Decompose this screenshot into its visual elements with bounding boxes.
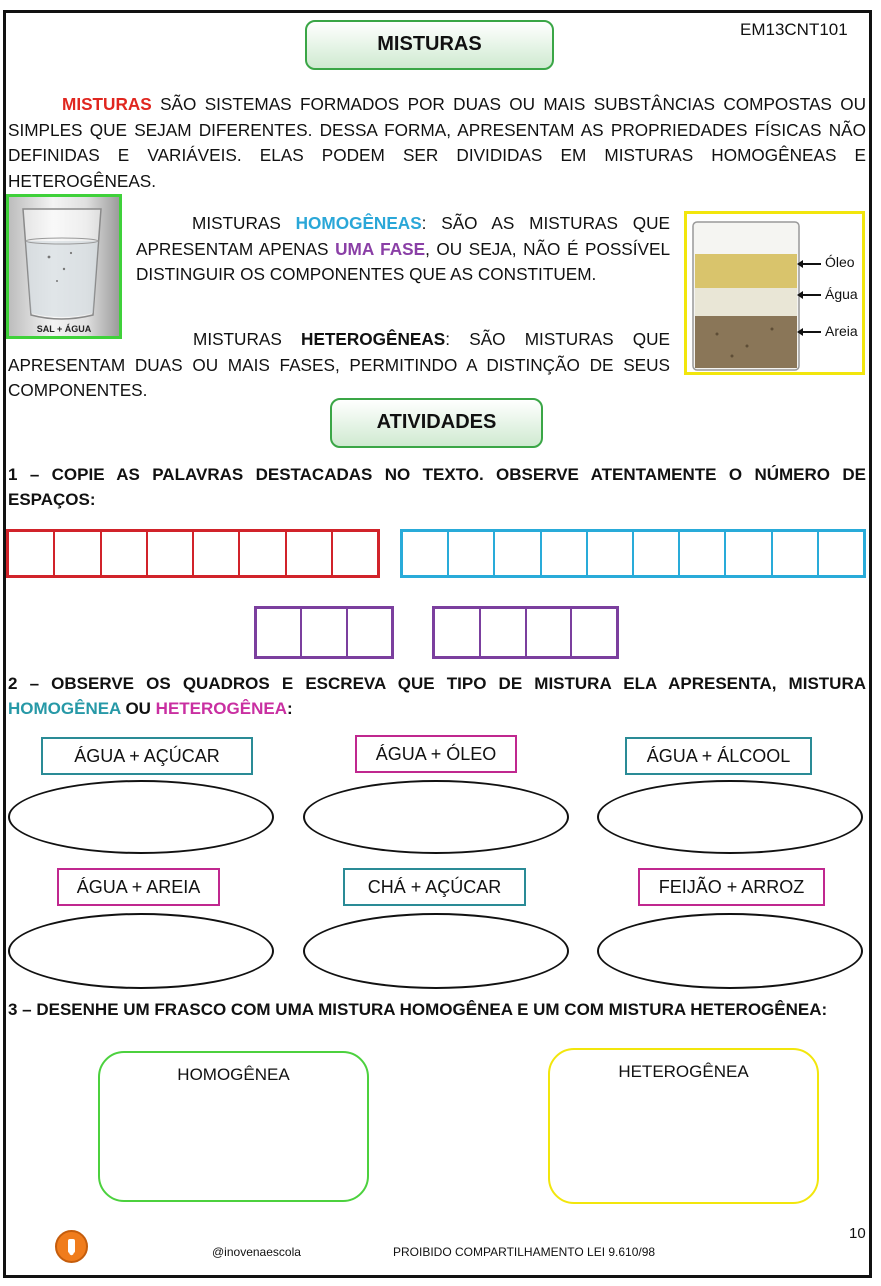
heterogeneous-post: : SÃO MISTURAS QUE APRESENTAM DUAS OU MA…: [8, 329, 671, 401]
question-2: 2 – OBSERVE OS QUADROS E ESCREVA QUE TIP…: [8, 671, 866, 721]
letter-box[interactable]: [524, 609, 571, 656]
question-3: 3 – DESENHE UM FRASCO COM UMA MISTURA HO…: [8, 1000, 828, 1019]
homogeneous-post: , OU SEJA, NÃO É POSSÍVEL DISTINGUIR OS …: [136, 238, 671, 285]
word-boxes-purple-3[interactable]: [254, 606, 394, 659]
answer-ellipse-6[interactable]: [597, 913, 863, 989]
document-code: EM13CNT101: [740, 20, 848, 39]
answer-ellipse-2[interactable]: [303, 780, 569, 854]
footer-copyright-notice: PROIBIDO COMPARTILHAMENTO LEI 9.610/98: [393, 1245, 656, 1259]
letter-box[interactable]: [257, 609, 300, 656]
water-label: Água: [825, 286, 858, 302]
glass-photo: SAL + ÁGUA: [6, 194, 122, 339]
word-boxes-purple-4[interactable]: [432, 606, 619, 659]
drawing-box-homogeneous[interactable]: HOMOGÊNEA: [98, 1051, 369, 1202]
homogeneous-paragraph: MISTURAS HOMOGÊNEAS: SÃO AS MISTURAS QUE…: [136, 211, 670, 288]
homogeneous-word: HOMOGÊNEAS: [295, 213, 422, 233]
letter-box[interactable]: [493, 532, 539, 575]
mixture-label-6: FEIJÃO + ARROZ: [638, 868, 825, 906]
footer-handle: @inovenaescola: [212, 1245, 301, 1259]
letter-box[interactable]: [478, 609, 525, 656]
mixture-label-4: ÁGUA + AREIA: [57, 868, 220, 906]
mixture-label-1: ÁGUA + AÇÚCAR: [41, 737, 253, 775]
question-2-homogeneous: HOMOGÊNEA: [8, 699, 121, 718]
letter-box[interactable]: [403, 532, 447, 575]
answer-ellipse-5[interactable]: [303, 913, 569, 989]
beaker-photo: Óleo Água Areia: [684, 211, 865, 375]
heterogeneous-word: HETEROGÊNEAS: [301, 329, 446, 349]
answer-ellipse-1[interactable]: [8, 780, 274, 854]
letter-box[interactable]: [447, 532, 493, 575]
word-boxes-red[interactable]: [6, 529, 380, 578]
sand-label: Areia: [825, 323, 858, 339]
letter-box[interactable]: [435, 609, 479, 656]
letter-box[interactable]: [345, 609, 391, 656]
activities-title: ATIVIDADES: [330, 398, 543, 448]
worksheet-page: [3, 10, 872, 1278]
heterogeneous-paragraph: MISTURAS HETEROGÊNEAS: SÃO MISTURAS QUE …: [8, 327, 670, 404]
answer-ellipse-4[interactable]: [8, 913, 274, 989]
letter-box[interactable]: [816, 532, 863, 575]
homogeneous-pre: MISTURAS: [192, 213, 296, 233]
word-boxes-cyan[interactable]: [400, 529, 866, 578]
letter-box[interactable]: [678, 532, 724, 575]
letter-box[interactable]: [9, 532, 53, 575]
letter-box[interactable]: [238, 532, 284, 575]
page-title: MISTURAS: [305, 20, 554, 70]
mixture-label-2: ÁGUA + ÓLEO: [355, 735, 517, 773]
letter-box[interactable]: [53, 532, 99, 575]
question-2-end: :: [286, 699, 293, 718]
letter-box[interactable]: [284, 532, 331, 575]
letter-box[interactable]: [300, 609, 345, 656]
mixture-label-3: ÁGUA + ÁLCOOL: [625, 737, 812, 775]
letter-box[interactable]: [330, 532, 377, 575]
oil-label: Óleo: [825, 254, 855, 270]
intro-text: SÃO SISTEMAS FORMADOS POR DUAS OU MAIS S…: [8, 94, 866, 192]
letter-box[interactable]: [632, 532, 678, 575]
glass-of-water-icon: [22, 208, 102, 320]
beaker-icon: [692, 221, 821, 371]
letter-box[interactable]: [770, 532, 817, 575]
question-2-or: OU: [120, 699, 156, 718]
letter-box[interactable]: [539, 532, 586, 575]
question-1: 1 – COPIE AS PALAVRAS DESTACADAS NO TEXT…: [8, 465, 866, 509]
page-number: 10: [849, 1225, 866, 1242]
one-phase-word: UMA FASE: [335, 238, 426, 259]
question-2-pre: 2 – OBSERVE OS QUADROS E ESCREVA QUE TIP…: [8, 674, 866, 693]
letter-box[interactable]: [724, 532, 770, 575]
drawing-box-homogeneous-label: HOMOGÊNEA: [177, 1065, 290, 1084]
intro-lead: MISTURAS: [62, 94, 152, 114]
letter-box[interactable]: [585, 532, 632, 575]
answer-ellipse-3[interactable]: [597, 780, 863, 854]
drawing-box-heterogeneous-label: HETEROGÊNEA: [618, 1062, 749, 1081]
question-2-heterogeneous: HETEROGÊNEA: [155, 699, 287, 718]
brand-logo-icon: [55, 1230, 88, 1263]
mixture-label-5: CHÁ + AÇÚCAR: [343, 868, 526, 906]
letter-box[interactable]: [192, 532, 238, 575]
homogeneous-mid: : SÃO AS MISTURAS QUE APRESENTAM APENAS: [136, 213, 670, 259]
heterogeneous-pre: MISTURAS: [193, 329, 302, 349]
glass-caption: SAL + ÁGUA: [36, 324, 92, 334]
letter-box[interactable]: [145, 532, 192, 575]
drawing-box-heterogeneous[interactable]: HETEROGÊNEA: [548, 1048, 819, 1204]
intro-paragraph: MISTURAS SÃO SISTEMAS FORMADOS POR DUAS …: [8, 92, 866, 195]
letter-box[interactable]: [99, 532, 146, 575]
letter-box[interactable]: [570, 609, 616, 656]
